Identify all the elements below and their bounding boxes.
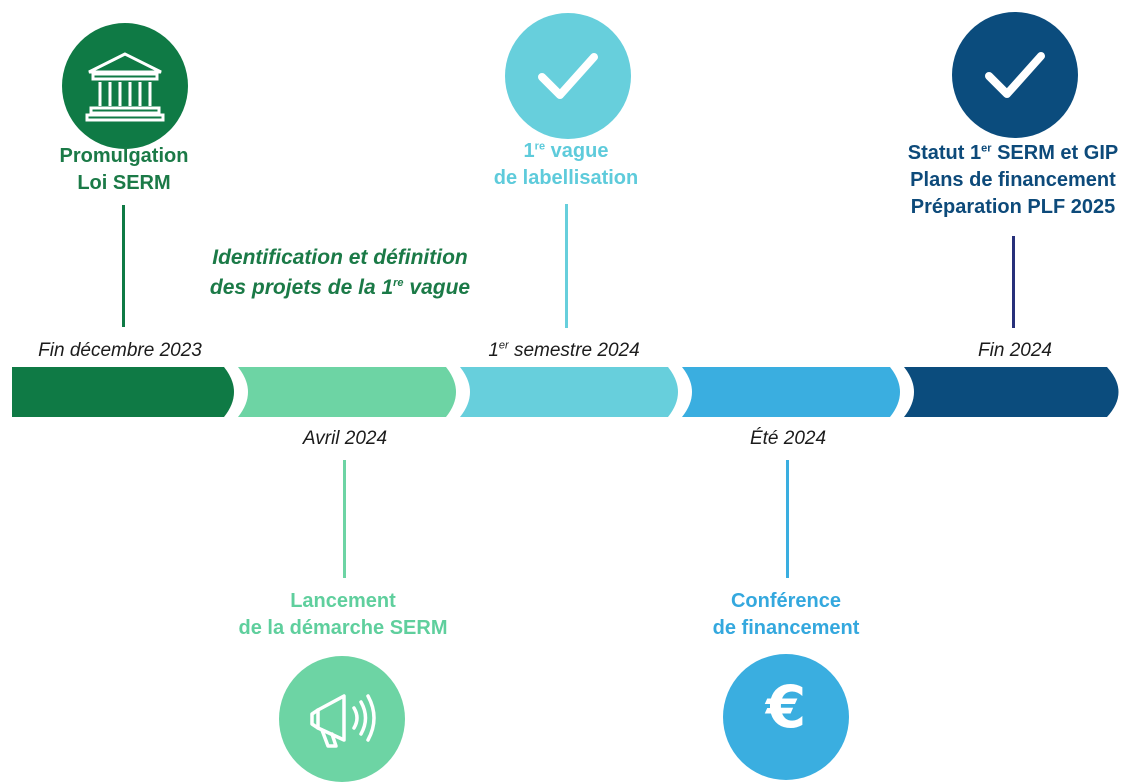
promulgation-title-line2: Loi SERM bbox=[77, 172, 171, 194]
launch-connector bbox=[343, 460, 346, 578]
status-title: Statut 1er SERM et GIP Plans de financem… bbox=[908, 140, 1118, 221]
conference-title: Conférence de financement bbox=[713, 588, 860, 642]
checkmark-icon bbox=[538, 53, 598, 99]
phase-note-line1: Identification et définition bbox=[212, 246, 468, 269]
first-wave-circle bbox=[505, 13, 631, 139]
date-label-avril-2024: Avril 2024 bbox=[302, 428, 388, 449]
date-label-fin-2024: Fin 2024 bbox=[978, 340, 1052, 361]
first-wave-connector bbox=[565, 204, 568, 328]
timeline-segment-ete-2024 bbox=[682, 367, 900, 417]
courthouse-icon bbox=[85, 52, 165, 122]
launch-title-line2: de la démarche SERM bbox=[238, 617, 448, 639]
promulgation-connector bbox=[122, 205, 125, 327]
phase-note-line2: des projets de la 1re vague bbox=[209, 276, 471, 299]
first-wave-title-line1: 1re vague bbox=[523, 140, 609, 162]
timeline-segment-avril-2024 bbox=[238, 367, 456, 417]
conference-title-line1: Conférence bbox=[730, 590, 842, 612]
date-label-1er-semestre-2024: 1er semestre 2024 bbox=[488, 339, 640, 361]
first-wave-title-line2: de labellisation bbox=[493, 167, 639, 189]
checkmark-icon bbox=[985, 52, 1045, 98]
promulgation-title-line1: Promulgation bbox=[59, 145, 189, 167]
timeline-segment-fin-decembre-2023 bbox=[12, 367, 234, 417]
date-label-ete-2024: Été 2024 bbox=[749, 428, 827, 449]
timeline-segment-1er-semestre-2024 bbox=[460, 367, 678, 417]
conference-title-line2: de financement bbox=[712, 617, 860, 639]
status-connector bbox=[1012, 236, 1015, 328]
launch-circle bbox=[279, 656, 405, 782]
status-title-line1: Statut 1er SERM et GIP bbox=[907, 142, 1119, 164]
date-label-fin-decembre-2023: Fin décembre 2023 bbox=[38, 340, 202, 361]
status-title-line2: Plans de financement bbox=[910, 169, 1116, 191]
launch-title: Lancement de la démarche SERM bbox=[239, 588, 448, 642]
first-wave-title: 1re vague de labellisation bbox=[494, 138, 638, 192]
promulgation-circle bbox=[62, 23, 188, 149]
conference-connector bbox=[786, 460, 789, 578]
timeline-bar bbox=[12, 367, 1119, 417]
status-circle bbox=[952, 12, 1078, 138]
euro-icon: € bbox=[765, 673, 807, 741]
phase-note: Identification et définition des projets… bbox=[210, 243, 470, 303]
promulgation-title: Promulgation Loi SERM bbox=[60, 143, 189, 197]
timeline-segment-fin-2024 bbox=[904, 367, 1119, 417]
launch-title-line1: Lancement bbox=[290, 590, 396, 612]
conference-circle: € bbox=[723, 654, 849, 780]
megaphone-icon bbox=[310, 694, 376, 748]
status-title-line3: Préparation PLF 2025 bbox=[910, 196, 1116, 218]
